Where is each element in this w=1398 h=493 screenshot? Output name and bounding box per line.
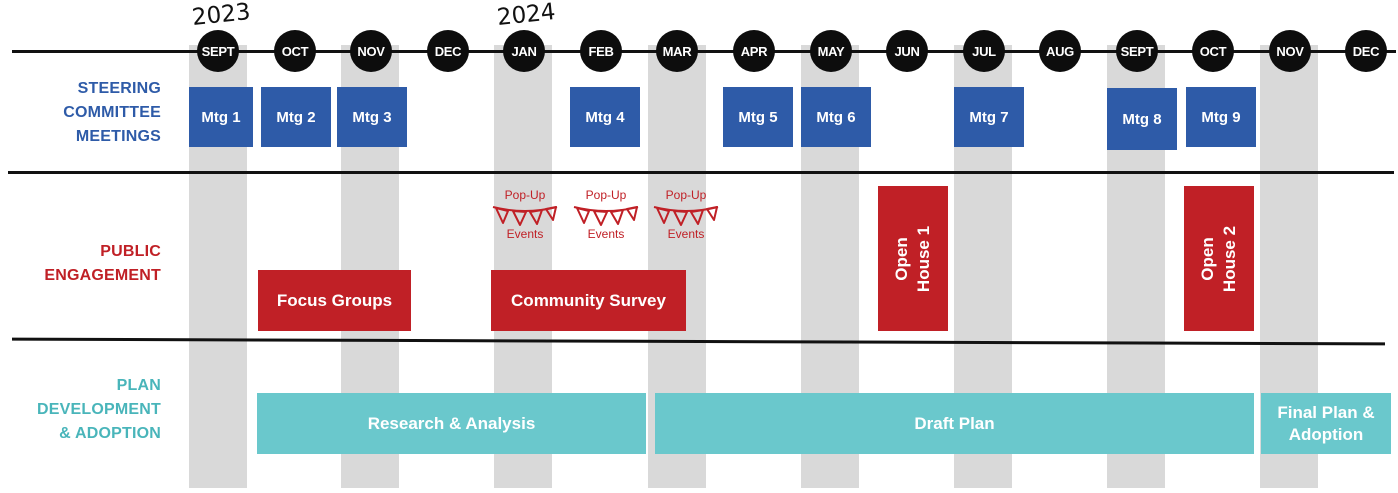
bunting-icon — [653, 206, 719, 226]
month-badge: JUL — [963, 30, 1005, 72]
month-badge: MAR — [656, 30, 698, 72]
meeting-box: Mtg 3 — [337, 87, 407, 147]
popup-event-subtitle: Events — [587, 227, 625, 241]
month-badge: SEPT — [1116, 30, 1158, 72]
month-badge: JUN — [886, 30, 928, 72]
month-badge: MAY — [810, 30, 852, 72]
draft-plan-box: Draft Plan — [655, 393, 1254, 454]
month-badge: SEPT — [197, 30, 239, 72]
popup-event-title: Pop-Up — [665, 188, 707, 202]
row-label-line: MEETINGS — [75, 128, 161, 145]
month-badge: DEC — [1345, 30, 1387, 72]
final-plan-box: Final Plan & Adoption — [1261, 393, 1391, 454]
year-label: 2023 — [190, 0, 252, 31]
month-badge: JAN — [503, 30, 545, 72]
focus-groups-box: Focus Groups — [258, 270, 411, 331]
popup-event: Pop-Up Events — [649, 188, 723, 241]
meeting-box: Mtg 1 — [189, 87, 253, 147]
open-house-1-box: Open House 1 — [878, 186, 948, 331]
row-label-steering: STEERING COMMITTEE MEETINGS — [63, 77, 161, 149]
meeting-box: Mtg 9 — [1186, 87, 1256, 147]
open-house-line: House 1 — [913, 225, 933, 292]
final-plan-line: Adoption — [1288, 424, 1364, 444]
bunting-icon — [573, 206, 639, 226]
community-survey-box: Community Survey — [491, 270, 686, 331]
year-label: 2024 — [495, 0, 557, 31]
month-badge: NOV — [1269, 30, 1311, 72]
meeting-box: Mtg 5 — [723, 87, 793, 147]
month-badge: FEB — [580, 30, 622, 72]
row-label-line: DEVELOPMENT — [37, 401, 161, 418]
timeline-axis — [12, 50, 1396, 53]
row-label-line: PLAN — [116, 377, 161, 394]
popup-event: Pop-Up Events — [488, 188, 562, 241]
month-badge: APR — [733, 30, 775, 72]
row-label-line: STEERING — [77, 80, 161, 97]
row-label-plan: PLAN DEVELOPMENT & ADOPTION — [37, 374, 161, 446]
month-badge: DEC — [427, 30, 469, 72]
open-house-2-label: Open House 2 — [1197, 225, 1241, 291]
month-badge: OCT — [274, 30, 316, 72]
meeting-box: Mtg 4 — [570, 87, 640, 147]
final-plan-label: Final Plan & Adoption — [1277, 402, 1374, 446]
row-label-public: PUBLIC ENGAGEMENT — [44, 240, 161, 288]
open-house-line: House 2 — [1219, 225, 1239, 292]
row-label-line: COMMITTEE — [63, 104, 161, 121]
popup-event: Pop-Up Events — [569, 188, 643, 241]
research-analysis-box: Research & Analysis — [257, 393, 646, 454]
open-house-line: Open — [891, 236, 911, 281]
open-house-line: Open — [1197, 236, 1217, 281]
row-label-line: & ADOPTION — [59, 425, 161, 442]
meeting-box: Mtg 2 — [261, 87, 331, 147]
final-plan-line: Final Plan & — [1277, 402, 1375, 422]
open-house-2-box: Open House 2 — [1184, 186, 1254, 331]
meeting-box: Mtg 6 — [801, 87, 871, 147]
meeting-box: Mtg 8 — [1107, 88, 1177, 150]
popup-event-title: Pop-Up — [504, 188, 546, 202]
row-divider — [8, 171, 1394, 174]
popup-event-subtitle: Events — [506, 227, 544, 241]
popup-event-subtitle: Events — [667, 227, 705, 241]
row-label-line: ENGAGEMENT — [44, 267, 161, 284]
month-badge: OCT — [1192, 30, 1234, 72]
row-label-line: PUBLIC — [100, 243, 161, 260]
meeting-box: Mtg 7 — [954, 87, 1024, 147]
month-badge: NOV — [350, 30, 392, 72]
popup-event-title: Pop-Up — [585, 188, 627, 202]
month-badge: AUG — [1039, 30, 1081, 72]
open-house-1-label: Open House 1 — [891, 225, 935, 291]
bunting-icon — [492, 206, 558, 226]
